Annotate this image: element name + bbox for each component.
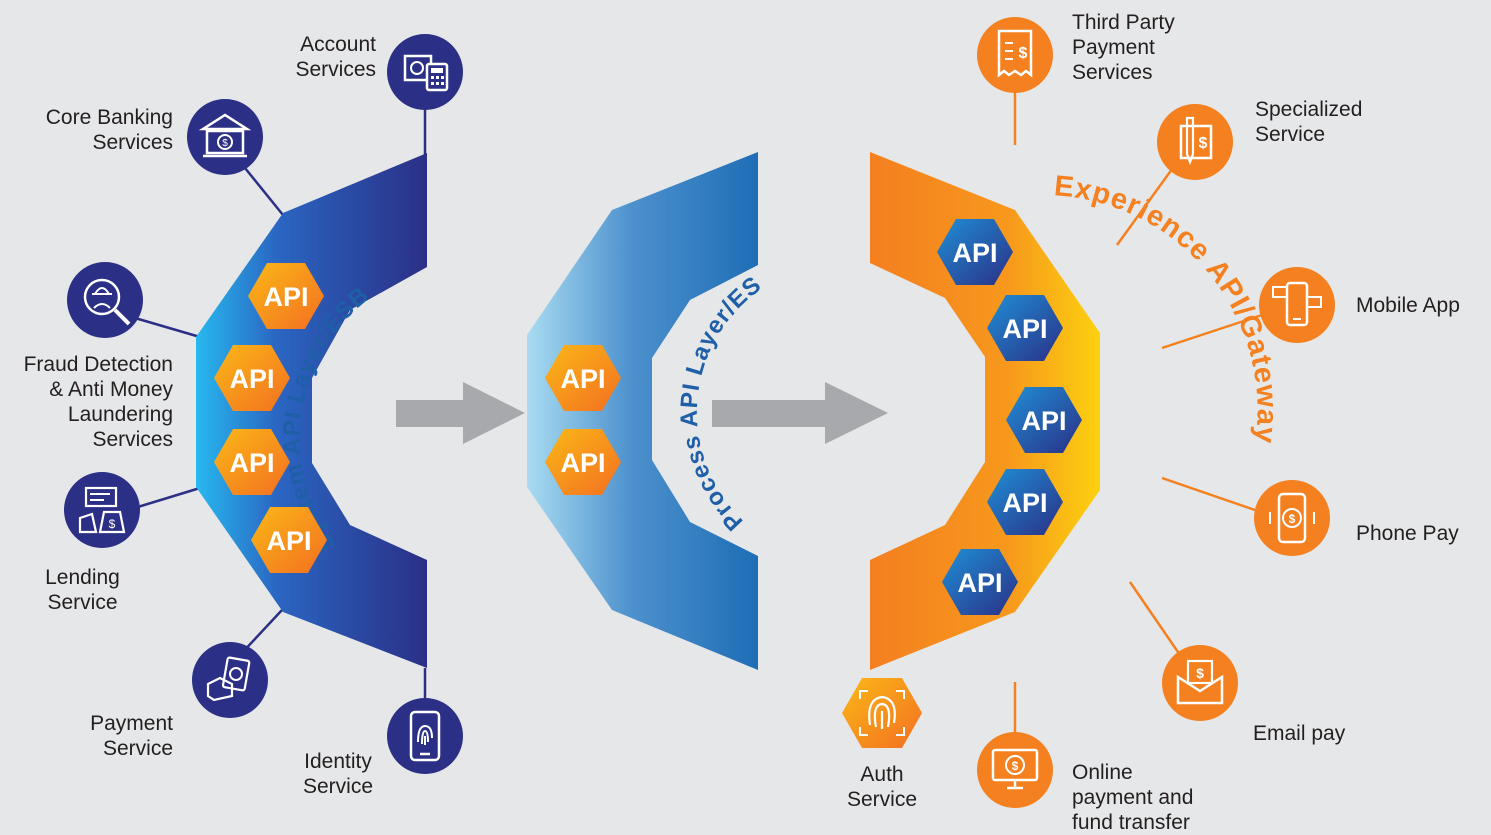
svg-text:$: $ [1019,45,1028,62]
arrow-process-to-experience [712,382,888,444]
system-api-badge: API [248,263,324,329]
experience-layer-shape [870,152,1100,670]
system-api-badge: API [214,345,290,411]
experience-api-badge: API [1006,387,1082,453]
experience-api-badge: API [987,469,1063,535]
svg-text:API: API [266,526,311,556]
process-api-badge: API [545,429,621,495]
svg-text:API: API [957,568,1002,598]
svg-text:$: $ [1196,665,1204,681]
svg-text:API: API [229,448,274,478]
system-api-badge: API [251,507,327,573]
svg-text:$: $ [222,138,228,149]
svg-text:API: API [1002,314,1047,344]
svg-text:API: API [229,364,274,394]
svg-text:$: $ [109,517,116,531]
fraud-detection-icon [67,262,143,338]
core-banking-icon: $ [187,99,263,175]
svg-text:API: API [560,448,605,478]
identity-service-icon [387,698,463,774]
third-party-payment-icon: $ [977,17,1053,93]
email-pay-icon: $ [1162,645,1238,721]
label-email-pay: Email pay [1253,722,1346,745]
svg-text:$: $ [1289,512,1296,526]
experience-api-badge: API [937,219,1013,285]
svg-text:API: API [1002,488,1047,518]
svg-text:API: API [1021,406,1066,436]
svg-text:API: API [263,282,308,312]
lending-icon: $ [64,472,140,548]
system-api-badge: API [214,429,290,495]
process-layer-shape [527,152,758,670]
process-api-badge: API [545,345,621,411]
svg-text:API: API [952,238,997,268]
label-mobile-app: Mobile App [1356,294,1460,317]
mobile-app-icon [1259,267,1335,343]
svg-text:API: API [560,364,605,394]
arrow-system-to-process [396,382,525,444]
auth-service-icon [842,678,922,748]
payment-service-icon [192,642,268,718]
svg-text:$: $ [1012,759,1019,773]
online-payment-icon: $ [977,732,1053,808]
phone-pay-icon: $ [1254,480,1330,556]
specialized-service-icon: $ [1157,104,1233,180]
account-services-icon [387,34,463,110]
svg-text:$: $ [1199,135,1208,152]
label-phone-pay: Phone Pay [1356,522,1459,545]
experience-api-badge: API [942,549,1018,615]
system-layer-shape [196,153,427,668]
right-connector-lines [1013,92,1263,735]
experience-api-badge: API [987,295,1063,361]
